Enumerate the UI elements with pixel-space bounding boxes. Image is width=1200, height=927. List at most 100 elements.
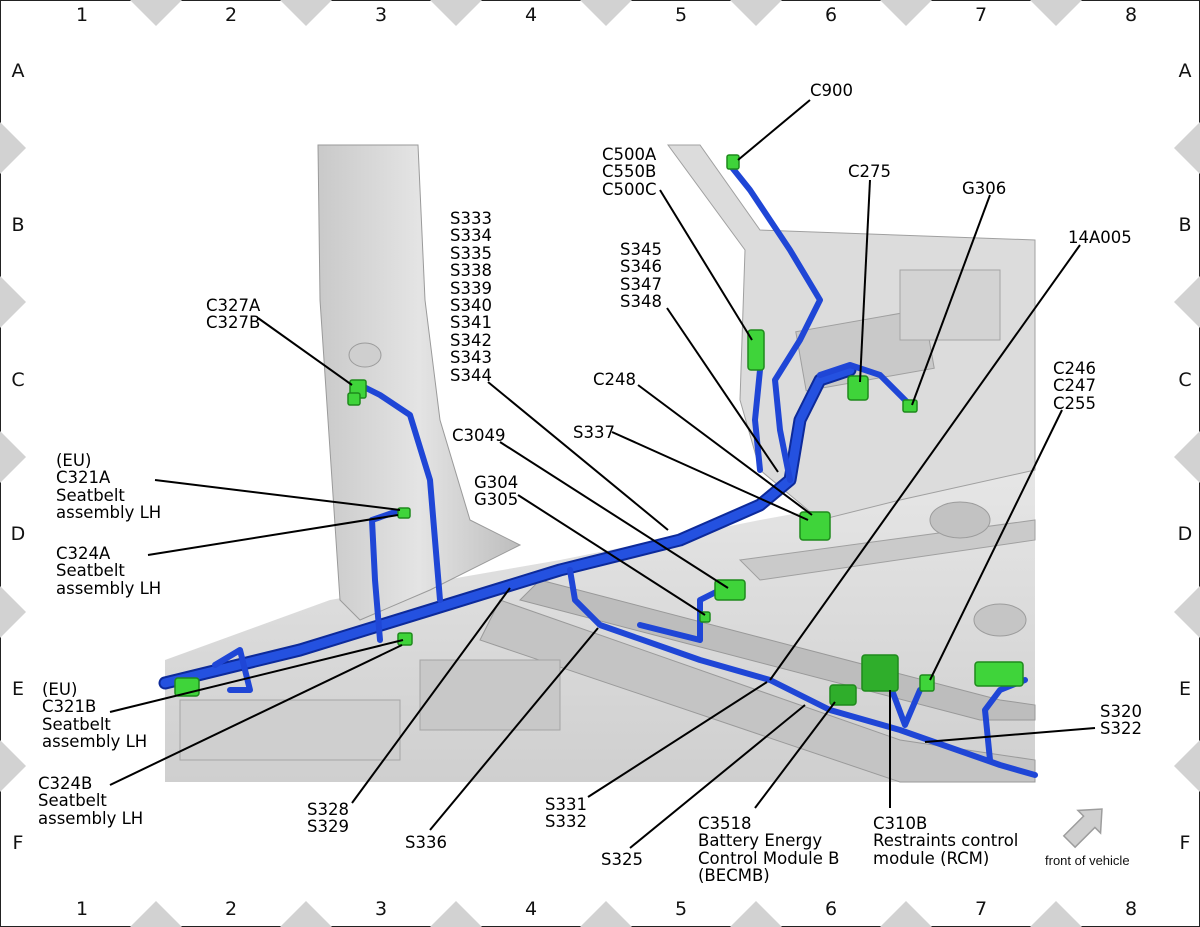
grid-label: 1 [75,4,89,26]
callout-line: C3518 [698,814,752,833]
grid-label: 3 [374,898,388,920]
grid-label: 7 [974,898,988,920]
callout-line: C324A [56,544,111,563]
callout-leader-lines [109,99,1096,849]
callout-line: Seatbelt [56,485,125,505]
grid-marker [1174,586,1200,638]
callout-line: C248 [593,370,637,389]
grid-label: A [11,60,25,82]
grid-label: F [12,832,24,854]
callout-line: C3049 [452,426,506,445]
grid-marker [1174,276,1200,328]
callout-line: C324B [38,774,93,793]
grid-marker [130,0,182,26]
callout-line: S325 [601,850,643,869]
callout-line: C255 [1053,393,1097,413]
callout-line: Restraints control [873,831,1019,851]
callout-line: C327A [206,296,261,315]
callout-line: (EU) [42,680,78,699]
grid-label: 5 [674,898,688,920]
callout-line: S335 [450,243,492,263]
grid-marker [1030,901,1082,927]
callout-line: C327B [206,313,261,333]
callout-line: C900 [810,81,854,100]
callout-line: S348 [620,292,662,312]
callout-14a005: 14A005 [1068,229,1132,247]
grid-marker [0,740,26,792]
grid-marker [730,901,782,927]
callout-line: Seatbelt [38,791,107,811]
grid-label: C [1178,369,1192,391]
front-arrow-icon [1062,808,1103,849]
callout-line: S343 [450,348,492,368]
grid-label: 6 [824,4,838,26]
callout-line: C275 [848,162,892,181]
grid-marker [1174,740,1200,792]
callout-line: (BECMB) [698,866,770,886]
callout-line: S346 [620,257,662,277]
grid-marker [880,901,932,927]
callout-line: assembly LH [56,578,162,598]
callout-line: C247 [1053,376,1097,396]
grid-marker [580,901,632,927]
grid-label: 4 [524,4,538,26]
grid-marker [280,901,332,927]
callout-line: S332 [545,812,587,832]
callout-c248: C248 [593,370,637,389]
callout-line: C500C [602,179,657,199]
callout-line: G304 [474,473,519,492]
callout-line: S333 [450,209,492,228]
callout-line: G306 [962,179,1007,198]
callout-line: assembly LH [56,503,162,523]
grid-label: 8 [1124,4,1138,26]
callout-line: C246 [1053,359,1097,378]
grid-label: 6 [824,898,838,920]
callout-line: S339 [450,278,492,298]
callout-line: S338 [450,261,492,281]
vehicle-body [165,144,1036,783]
callout-line: S342 [450,330,492,350]
grid-marker [0,122,26,174]
grid-label: 5 [674,4,688,26]
callout-line: module (RCM) [873,848,990,868]
callout-line: C321A [56,468,111,488]
grid-label: 1 [75,898,89,920]
grid-marker [1030,0,1082,26]
grid-label: A [1178,60,1192,82]
callout-line: S336 [405,833,447,852]
callout-line: S328 [307,800,349,819]
grid-marker [280,0,332,26]
grid-marker [1174,122,1200,174]
callout-line: S331 [545,795,587,814]
callout-s325: S325 [601,850,643,869]
callout-line: Seatbelt [56,561,125,581]
callout-line: S320 [1100,702,1142,721]
callout-line: C310B [873,814,928,833]
callout-s337: S337 [573,424,615,442]
callout-line: G305 [474,490,519,510]
grid-marker [880,0,932,26]
grid-label: 2 [224,4,238,26]
grid-marker [0,431,26,483]
callout-line: S347 [620,274,662,294]
callout-line: C500A [602,145,657,164]
grid-label: C [11,369,25,391]
callout-line: S340 [450,296,492,316]
callout-line: Control Module B [698,848,840,868]
grid-marker [0,276,26,328]
grid-label: D [1177,523,1193,545]
